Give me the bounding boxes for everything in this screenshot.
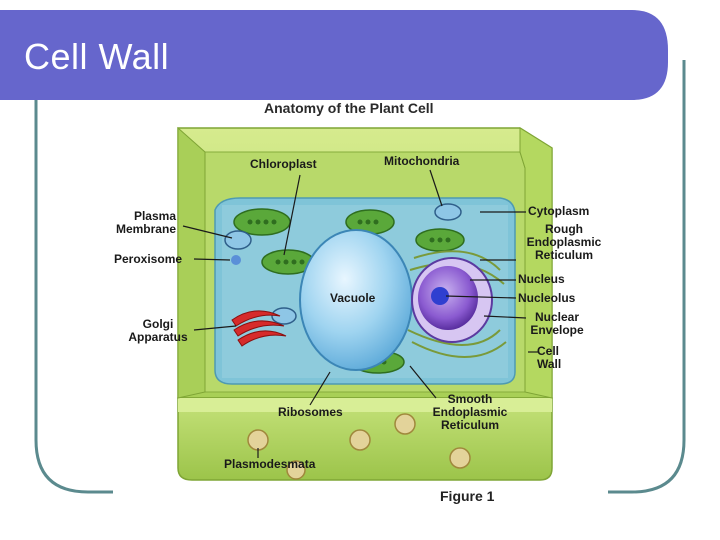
- leader-golgi: [193, 325, 237, 331]
- label-cell-wall-line2: Wall: [537, 357, 562, 371]
- label-nuclear-envelope-line2: Envelope: [530, 323, 584, 337]
- label-smooth-er-line2: Endoplasmic: [432, 405, 508, 419]
- label-golgi-line1: Golgi: [142, 317, 174, 331]
- label-rough-er-line2: Endoplasmic: [526, 235, 602, 249]
- cell-wall-left-side: [177, 126, 206, 399]
- frame-left-border: [34, 96, 113, 494]
- leader-ribosomes: [309, 371, 331, 406]
- frame-right-border: [608, 60, 686, 494]
- label-ribosomes: Ribosomes: [278, 405, 343, 419]
- label-plasma-membrane-line2: Membrane: [115, 222, 176, 236]
- leader-chloroplast: [283, 174, 301, 256]
- leader-mitochondria: [429, 169, 443, 207]
- label-rough-er-line1: Rough: [545, 222, 583, 236]
- label-nuclear-envelope: Nuclear Envelope: [522, 311, 592, 337]
- figure-caption: Figure 1: [440, 488, 495, 504]
- label-golgi-apparatus: Golgi Apparatus: [122, 318, 194, 344]
- leader-smooth-er: [409, 365, 437, 399]
- label-plasma-membrane-line1: Plasma: [133, 209, 176, 223]
- title-bar-shape: [0, 10, 668, 100]
- mitochondria-group: [224, 203, 462, 325]
- label-nucleolus: Nucleolus: [518, 291, 576, 305]
- label-smooth-er-line1: Smooth: [447, 392, 493, 406]
- chloroplast-group: [233, 208, 465, 374]
- peroxisome-shape: [231, 255, 241, 265]
- label-vacuole: Vacuole: [330, 291, 376, 305]
- label-rough-er: Rough Endoplasmic Reticulum: [518, 223, 610, 262]
- diagram-title: Anatomy of the Plant Cell: [264, 100, 434, 116]
- label-smooth-er-line3: Reticulum: [440, 418, 499, 432]
- label-cell-wall-line1: Cell: [537, 344, 560, 358]
- slide-title: Cell Wall: [24, 36, 170, 77]
- label-nucleus: Nucleus: [518, 272, 565, 286]
- label-plasma-membrane: Plasma Membrane: [112, 210, 176, 236]
- cell-wall-front-top: [178, 398, 552, 412]
- label-peroxisome: Peroxisome: [114, 252, 183, 266]
- nucleolus-shape: [431, 287, 449, 305]
- golgi-apparatus-shape: [231, 310, 287, 347]
- plasmodesmata-group: [247, 413, 471, 480]
- label-golgi-line2: Apparatus: [128, 330, 188, 344]
- label-cell-wall: Cell Wall: [537, 345, 561, 371]
- label-mitochondria: Mitochondria: [384, 154, 460, 168]
- label-smooth-er: Smooth Endoplasmic Reticulum: [424, 393, 516, 432]
- leader-peroxisome: [193, 258, 231, 261]
- leader-nuclear-envelope: [483, 315, 527, 319]
- cell-wall-right-side: [519, 127, 553, 399]
- label-nuclear-envelope-line1: Nuclear: [534, 310, 580, 324]
- label-chloroplast: Chloroplast: [250, 157, 317, 171]
- leader-nucleolus: [445, 295, 517, 299]
- label-cytoplasm: Cytoplasm: [528, 204, 590, 218]
- leader-lines: [182, 169, 538, 458]
- leader-plasma-membrane: [182, 225, 233, 239]
- label-rough-er-line3: Reticulum: [534, 248, 593, 262]
- label-plasmodesmata: Plasmodesmata: [224, 457, 316, 471]
